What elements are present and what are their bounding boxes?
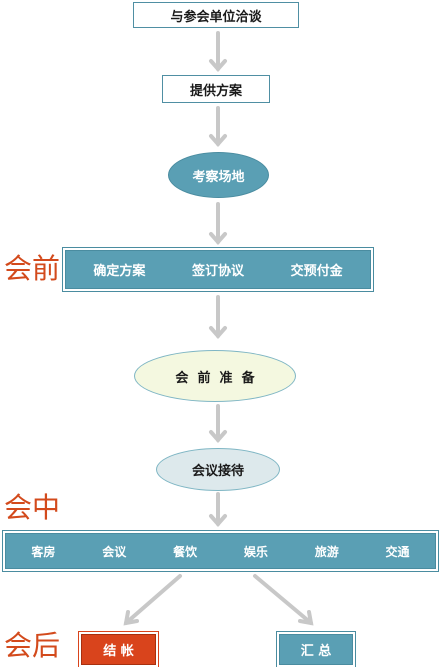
step-negotiate-label: 与参会单位洽谈 (170, 9, 262, 25)
step-negotiate: 与参会单位洽谈 (133, 2, 299, 28)
mid-item-entertainment: 娱乐 (243, 544, 268, 559)
arrow-mid-to-checkout-icon (123, 574, 182, 626)
phase-after-label: 会后 (4, 629, 61, 662)
step-provide-plan-label: 提供方案 (189, 83, 242, 99)
step-summary: 汇 总 (276, 631, 356, 667)
mid-item-dining: 餐饮 (173, 544, 198, 559)
step-reception: 会议接待 (156, 448, 280, 491)
mid-meeting-bar: 客房 会议 餐饮 娱乐 旅游 交通 (2, 530, 439, 572)
mid-item-meeting: 会议 (102, 544, 127, 559)
step-inspect-venue-label: 考察场地 (192, 169, 245, 185)
pre-item-confirm-plan: 确定方案 (93, 264, 146, 279)
mid-item-transport: 交通 (385, 544, 410, 559)
step-reception-label: 会议接待 (191, 464, 244, 479)
phase-during-label: 会中 (4, 491, 61, 524)
step-checkout: 结 帐 (78, 631, 159, 667)
arrow-inspect-to-pre-icon (209, 202, 227, 246)
pre-meeting-bar: 确定方案 签订协议 交预付金 (62, 247, 374, 292)
arrow-prepare-to-reception-icon (209, 404, 227, 444)
step-provide-plan: 提供方案 (162, 75, 270, 103)
mid-item-rooms: 客房 (31, 544, 56, 559)
arrow-negotiate-to-plan-icon (209, 31, 227, 73)
phase-before-label: 会前 (4, 252, 61, 285)
arrow-mid-to-summary-icon (253, 574, 314, 626)
step-summary-label: 汇 总 (300, 644, 332, 659)
step-inspect-venue: 考察场地 (168, 152, 269, 198)
arrow-reception-to-mid-icon (209, 492, 227, 528)
step-checkout-label: 结 帐 (103, 644, 134, 659)
mid-item-tourism: 旅游 (314, 544, 339, 559)
arrow-pre-to-prepare-icon (209, 295, 227, 340)
pre-item-pay-deposit: 交预付金 (290, 264, 343, 279)
step-prepare: 会 前 准 备 (134, 350, 296, 402)
pre-item-sign-agreement: 签订协议 (192, 264, 245, 279)
arrow-plan-to-inspect-icon (209, 106, 227, 148)
step-prepare-label: 会 前 准 备 (175, 370, 255, 386)
